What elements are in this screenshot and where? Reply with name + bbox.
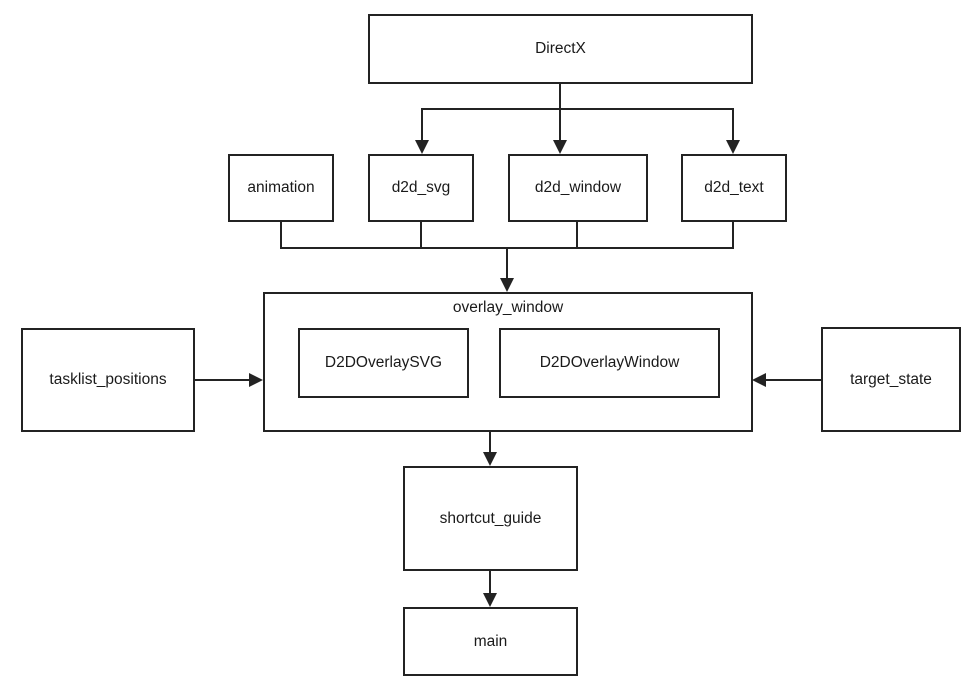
node-d2d-overlay-window: D2DOverlayWindow [499, 328, 720, 398]
node-shortcut-guide: shortcut_guide [403, 466, 578, 571]
node-d2d-window: d2d_window [508, 154, 648, 222]
node-d2d-overlay-svg-label: D2DOverlaySVG [324, 354, 443, 371]
arrowhead-d2d-text [726, 140, 740, 154]
node-target-state-label: target_state [850, 370, 932, 388]
node-d2d-text-label: d2d_text [704, 179, 764, 196]
node-tasklist-positions: tasklist_positions [21, 328, 195, 432]
arrowhead-d2d-window [553, 140, 567, 154]
arrowhead-main [483, 593, 497, 607]
node-d2d-text: d2d_text [681, 154, 787, 222]
arrowhead-overlay-top [500, 278, 514, 292]
node-overlay-window: overlay_window D2DOverlaySVG D2DOverlayW… [263, 292, 753, 432]
arrowhead-overlay-right [752, 373, 766, 387]
node-directx: DirectX [368, 14, 753, 84]
node-d2d-overlay-svg: D2DOverlaySVG [298, 328, 469, 398]
node-shortcut-guide-label: shortcut_guide [439, 509, 542, 527]
arrowhead-shortcut [483, 452, 497, 466]
node-tasklist-positions-label: tasklist_positions [49, 371, 167, 388]
node-main: main [403, 607, 578, 676]
arrowhead-overlay-left [249, 373, 263, 387]
node-main-label: main [473, 632, 508, 650]
node-animation-label: animation [247, 179, 315, 196]
node-d2d-overlay-window-label: D2DOverlayWindow [539, 354, 680, 371]
node-d2d-svg-label: d2d_svg [391, 179, 451, 196]
node-target-state: target_state [821, 327, 961, 432]
arrowhead-d2d-svg [415, 140, 429, 154]
node-d2d-window-label: d2d_window [534, 179, 622, 196]
node-d2d-svg: d2d_svg [368, 154, 474, 222]
node-directx-label: DirectX [535, 40, 586, 57]
node-animation: animation [228, 154, 334, 222]
node-overlay-window-label: overlay_window [452, 299, 564, 316]
